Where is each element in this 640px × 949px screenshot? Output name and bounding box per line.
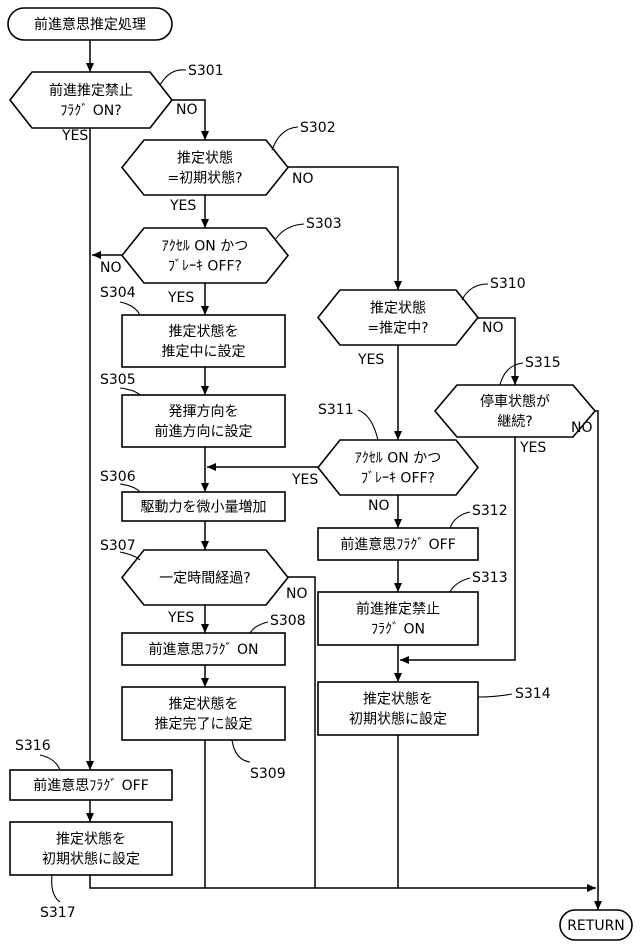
node-s306: 駆動力を微小量増加	[122, 492, 285, 521]
node-s308: 前進意思ﾌﾗｸﾞ ON	[122, 633, 285, 665]
step-label-s305: S305	[100, 372, 136, 388]
node-s304: 推定状態を推定中に設定	[122, 315, 285, 367]
step-label-s301: S301	[188, 63, 224, 79]
node-s312: 前進意思ﾌﾗｸﾞ OFF	[318, 528, 478, 560]
leader-line	[500, 363, 523, 385]
branch-label-s311-yes: YES	[291, 472, 318, 488]
node-text: 推定完了に設定	[155, 717, 253, 733]
branch-label-s301-no: NO	[176, 102, 198, 118]
node-text: 前進推定禁止	[356, 601, 440, 618]
node-s313: 前進推定禁止 ﾌﾗｸﾞ ON	[318, 592, 478, 645]
node-text: 推定中に設定	[162, 344, 246, 360]
node-text: RETURN	[567, 918, 625, 934]
node-text: 駆動力を微小量増加	[141, 500, 267, 516]
branch-label-s303-yes: YES	[167, 290, 194, 306]
node-s309: 推定状態を推定完了に設定	[122, 687, 285, 740]
branch-label-s311-no: NO	[368, 498, 390, 514]
branch-label-s303-no: NO	[100, 260, 122, 276]
node-text: 推定状態を	[363, 692, 433, 708]
leader-line	[52, 875, 60, 902]
leader-line	[120, 484, 140, 492]
branch-label-s307-no: NO	[286, 586, 308, 602]
leader-line	[232, 740, 250, 762]
node-s311: ｱｸｾﾙ ON かつ ﾌﾞﾚｰｷ OFF?	[318, 440, 478, 495]
node-s307: 一定時間経過?	[122, 550, 288, 605]
step-label-s302: S302	[300, 120, 336, 136]
node-s316: 前進意思ﾌﾗｸﾞ OFF	[10, 770, 172, 800]
leader-line	[478, 694, 512, 697]
node-s303: ｱｸｾﾙ ON かつ ﾌﾞﾚｰｷ OFF?	[122, 228, 288, 283]
node-text: 初期状態に設定	[349, 711, 447, 728]
branch-label-s310-no: NO	[482, 320, 504, 336]
leader-line	[120, 302, 140, 315]
branch-label-s315-yes: YES	[519, 440, 546, 456]
step-label-s310: S310	[490, 276, 526, 292]
step-label-s316: S316	[15, 738, 51, 754]
node-s302: 推定状態 =初期状態?	[122, 140, 288, 195]
node-text: 前進意思ﾌﾗｸﾞ OFF	[33, 777, 149, 794]
step-label-s304: S304	[100, 285, 136, 301]
node-s301: 前進推定禁止 ﾌﾗｸﾞ ON?	[10, 72, 172, 128]
node-text: 停車状態が	[480, 393, 550, 410]
node-text: =推定中?	[367, 321, 428, 337]
step-label-s311: S311	[318, 402, 354, 418]
leader-line	[120, 388, 140, 395]
step-label-s313: S313	[472, 570, 508, 586]
step-label-s312: S312	[472, 503, 508, 519]
branch-label-s315-no: NO	[571, 420, 593, 436]
leader-line	[450, 512, 470, 528]
leader-line	[40, 755, 60, 770]
node-text: ﾌﾞﾚｰｷ OFF?	[361, 471, 435, 487]
node-text: 推定状態	[177, 151, 233, 167]
flow-arrow	[90, 875, 596, 888]
step-label-s317: S317	[40, 905, 76, 921]
node-end: RETURN	[560, 910, 632, 940]
leader-line	[160, 70, 186, 85]
step-label-s309: S309	[250, 766, 286, 782]
node-start: 前進意思推定処理	[8, 8, 172, 40]
node-text: 前進意思ﾌﾗｸﾞ ON	[149, 641, 259, 658]
node-text: 推定状態	[370, 301, 426, 317]
branch-label-s310-yes: YES	[357, 352, 384, 368]
leader-line	[450, 578, 470, 592]
node-text: ﾌﾗｸﾞ ON	[371, 622, 425, 638]
node-text: 前進推定禁止	[49, 82, 133, 99]
leader-line	[358, 410, 378, 440]
step-label-s308: S308	[270, 613, 306, 629]
node-text: 推定状態を	[169, 324, 239, 340]
node-text: ﾌﾞﾚｰｷ OFF?	[168, 259, 242, 275]
flow-arrow	[595, 411, 598, 910]
step-label-s307: S307	[100, 538, 136, 554]
node-text: 発揮方向を	[169, 404, 239, 420]
branch-label-s302-no: NO	[292, 171, 314, 187]
branch-label-s302-yes: YES	[169, 198, 196, 214]
node-text: 前進方向に設定	[155, 423, 253, 440]
node-text: ｱｸｾﾙ ON かつ	[355, 451, 441, 467]
branch-label-s301-yes: YES	[61, 128, 88, 144]
step-label-s306: S306	[100, 469, 136, 485]
step-label-s315: S315	[525, 355, 561, 371]
leader-line	[462, 284, 488, 300]
branch-label-s307-yes: YES	[167, 610, 194, 626]
node-text: 継続?	[497, 413, 532, 430]
node-s317: 推定状態を初期状態に設定	[10, 822, 172, 875]
step-label-s314: S314	[515, 686, 551, 702]
node-text: 一定時間経過?	[159, 571, 250, 587]
step-label-s303: S303	[306, 216, 342, 232]
leader-line	[275, 224, 304, 240]
node-s305: 発揮方向を前進方向に設定	[122, 395, 285, 447]
node-text: 推定状態を	[169, 697, 239, 713]
leader-line	[250, 622, 268, 633]
node-text: =初期状態?	[167, 170, 242, 187]
node-s314: 推定状態を初期状態に設定	[318, 682, 478, 735]
node-text: ﾌﾗｸﾞ ON?	[60, 103, 121, 119]
node-text: 前進意思推定処理	[34, 16, 146, 33]
node-text: 推定状態を	[56, 832, 126, 848]
node-s310: 推定状態 =推定中?	[318, 290, 478, 345]
node-text: 前進意思ﾌﾗｸﾞ OFF	[340, 536, 456, 553]
node-text: 初期状態に設定	[42, 851, 140, 868]
leader-line	[272, 127, 298, 150]
node-text: ｱｸｾﾙ ON かつ	[162, 239, 248, 255]
